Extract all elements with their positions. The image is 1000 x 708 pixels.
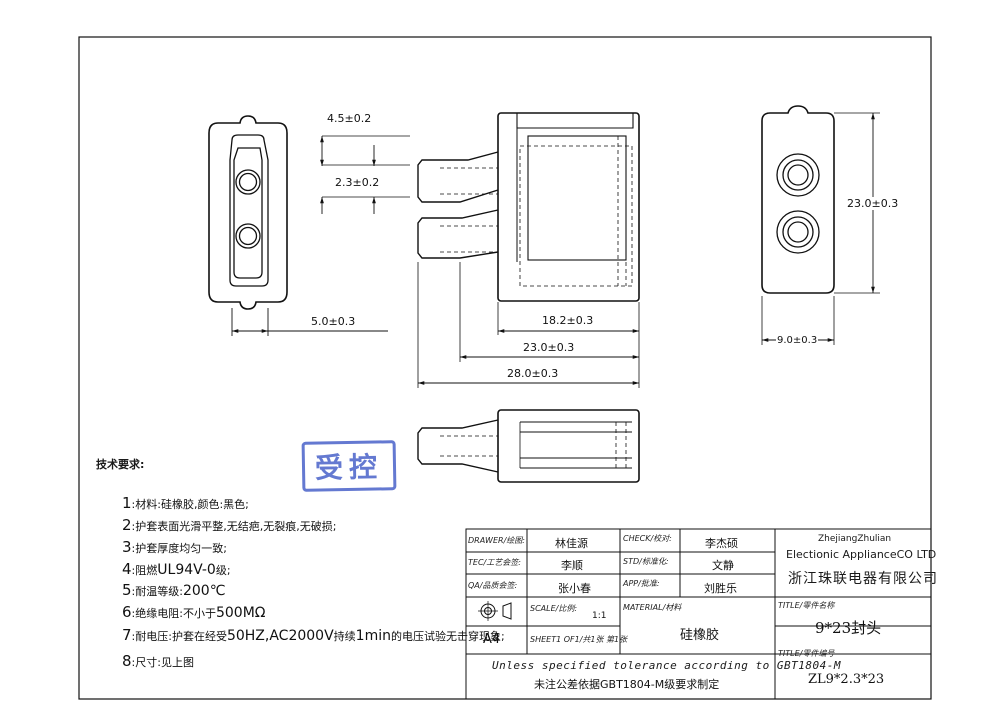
dim-label-slot-width: 5.0±0.3 bbox=[310, 315, 357, 328]
app-label: APP/批准: bbox=[623, 579, 660, 588]
tolerance-note-cn: 未注公差依据GBT1804-M级要求制定 bbox=[534, 678, 720, 691]
right-end-view bbox=[761, 105, 835, 294]
title-label: TITLE/零件名称 bbox=[778, 601, 835, 610]
dim-label-tube-width: 4.5±0.2 bbox=[326, 112, 373, 125]
std-value: 文静 bbox=[712, 559, 734, 572]
tolerance-note-en: Unless specified tolerance according to … bbox=[492, 659, 842, 672]
left-end-view bbox=[208, 115, 288, 336]
requirement-8: 8:尺寸:见上图 bbox=[122, 652, 194, 670]
dim-label-body-length: 18.2±0.3 bbox=[541, 314, 595, 327]
check-label: CHECK/校对: bbox=[623, 534, 672, 543]
qa-value: 张小春 bbox=[558, 582, 591, 595]
dim-label-total-length: 28.0±0.3 bbox=[506, 367, 560, 380]
requirement-5: 5:耐温等级:200℃ bbox=[122, 581, 226, 599]
std-label: STD/标准化: bbox=[623, 557, 669, 566]
material-label: MATERIAL/材料 bbox=[623, 603, 682, 612]
side-view bbox=[417, 112, 640, 302]
bottom-view bbox=[417, 409, 640, 483]
requirement-4: 4:阻燃UL94V-0级; bbox=[122, 560, 231, 578]
tec-label: TEC/工艺会签: bbox=[468, 558, 521, 567]
part-number-label: TITLE/零件编号 bbox=[778, 649, 835, 658]
company-name-cn: 浙江珠联电器有限公司 bbox=[788, 571, 938, 587]
qa-label: QA/品质会签: bbox=[468, 581, 518, 590]
app-value: 刘胜乐 bbox=[704, 582, 737, 595]
requirement-2: 2:护套表面光滑平整,无结疤,无裂痕,无破损; bbox=[122, 516, 337, 534]
requirement-3: 3:护套厚度均匀一致; bbox=[122, 538, 227, 556]
dim-label-mid-length: 23.0±0.3 bbox=[522, 341, 576, 354]
title-block-grid bbox=[465, 528, 932, 700]
dim-label-width: 9.0±0.3 bbox=[776, 335, 819, 346]
controlled-stamp: 受控 bbox=[301, 440, 397, 492]
requirements-title: 技术要求: bbox=[96, 458, 145, 471]
part-number-value: ZL9*2.3*23 bbox=[808, 672, 885, 687]
drawer-label: DRAWER/绘图: bbox=[468, 536, 525, 545]
sheet-size: A4 bbox=[483, 632, 501, 647]
scale-label: SCALE/比例: bbox=[530, 604, 578, 613]
company-name-en-1: ZhejiangZhulian bbox=[818, 534, 892, 544]
requirement-1: 1:材料:硅橡胶,颜色:黑色; bbox=[122, 494, 249, 512]
drawer-value: 林佳源 bbox=[555, 537, 588, 550]
company-name-en-2: Electionic ApplianceCO LTD bbox=[786, 548, 937, 561]
sheet-label: SHEET1 OF1/共1张 第1张 bbox=[530, 635, 628, 644]
part-name-value: 9*23封头 bbox=[815, 619, 882, 637]
scale-value: 1:1 bbox=[592, 611, 607, 621]
dim-label-height: 23.0±0.3 bbox=[846, 197, 900, 210]
dim-label-tube-gap: 2.3±0.2 bbox=[334, 176, 381, 189]
requirement-7: 7:耐电压:护套在经受50HZ,AC2000V持续1min的电压试验无击穿现象; bbox=[122, 626, 505, 644]
check-value: 李杰硕 bbox=[705, 537, 738, 550]
material-value: 硅橡胶 bbox=[680, 628, 720, 643]
requirement-6: 6:绝缘电阻:不小于500MΩ bbox=[122, 603, 266, 621]
projection-symbol-icon bbox=[478, 601, 512, 621]
tec-value: 李顺 bbox=[561, 559, 583, 572]
